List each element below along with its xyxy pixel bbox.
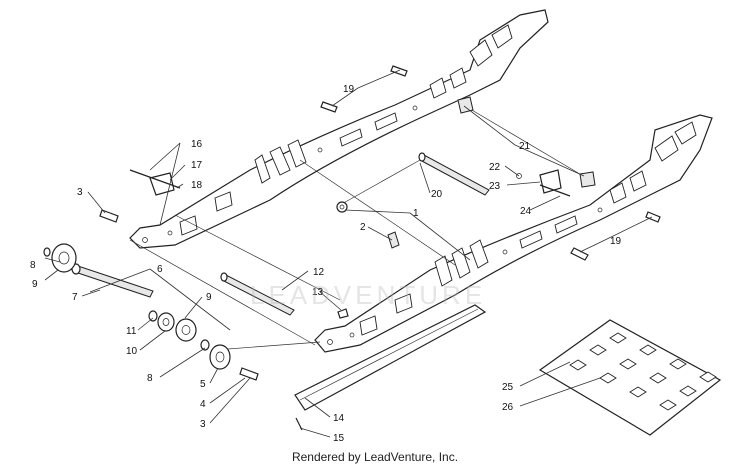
callout-4: 4 <box>200 399 206 410</box>
callout-3-upper: 3 <box>77 187 83 198</box>
callout-16: 16 <box>191 139 203 150</box>
track-clips-25-26 <box>538 319 722 436</box>
callout-11: 11 <box>126 326 137 337</box>
callout-15: 15 <box>333 433 345 444</box>
callout-19-upper: 19 <box>343 84 355 95</box>
axle-7 <box>71 263 154 298</box>
callout-26: 26 <box>502 402 514 413</box>
callout-6: 6 <box>157 264 163 275</box>
callout-3-lower: 3 <box>200 419 206 430</box>
callout-2: 2 <box>360 222 366 233</box>
callout-19-lower: 19 <box>610 236 622 247</box>
callout-24: 24 <box>520 206 532 217</box>
callout-8-lower: 8 <box>147 373 153 384</box>
callout-25: 25 <box>502 382 514 393</box>
callout-13: 13 <box>312 287 324 298</box>
callout-9-lower: 9 <box>206 292 212 303</box>
callout-7: 7 <box>72 292 78 303</box>
callout-5: 5 <box>200 379 206 390</box>
callout-23: 23 <box>489 181 501 192</box>
callout-18: 18 <box>191 180 203 191</box>
watermark-text: LEADVENTURE <box>250 280 487 310</box>
assembly-guides <box>129 102 591 351</box>
callout-12: 12 <box>313 267 325 278</box>
callout-22: 22 <box>489 162 501 173</box>
callout-14: 14 <box>333 413 345 424</box>
callout-20: 20 <box>431 189 443 200</box>
callout-8-upper: 8 <box>30 260 36 271</box>
callout-1: 1 <box>413 208 419 219</box>
callout-17: 17 <box>191 160 203 171</box>
shaft-20 <box>418 152 490 196</box>
rail-front <box>314 114 713 353</box>
slide-14 <box>294 304 487 431</box>
hardware <box>43 65 661 381</box>
rail-rear <box>129 9 549 249</box>
leader-lines <box>44 69 653 438</box>
callout-21: 21 <box>519 141 531 152</box>
callout-10: 10 <box>126 346 138 357</box>
callout-9-upper: 9 <box>32 279 38 290</box>
shaft-12 <box>220 272 295 316</box>
callouts: 1 2 3 3 4 5 6 7 8 8 9 9 10 11 12 13 14 1… <box>30 84 622 444</box>
footer-credit: Rendered by LeadVenture, Inc. <box>291 450 459 464</box>
